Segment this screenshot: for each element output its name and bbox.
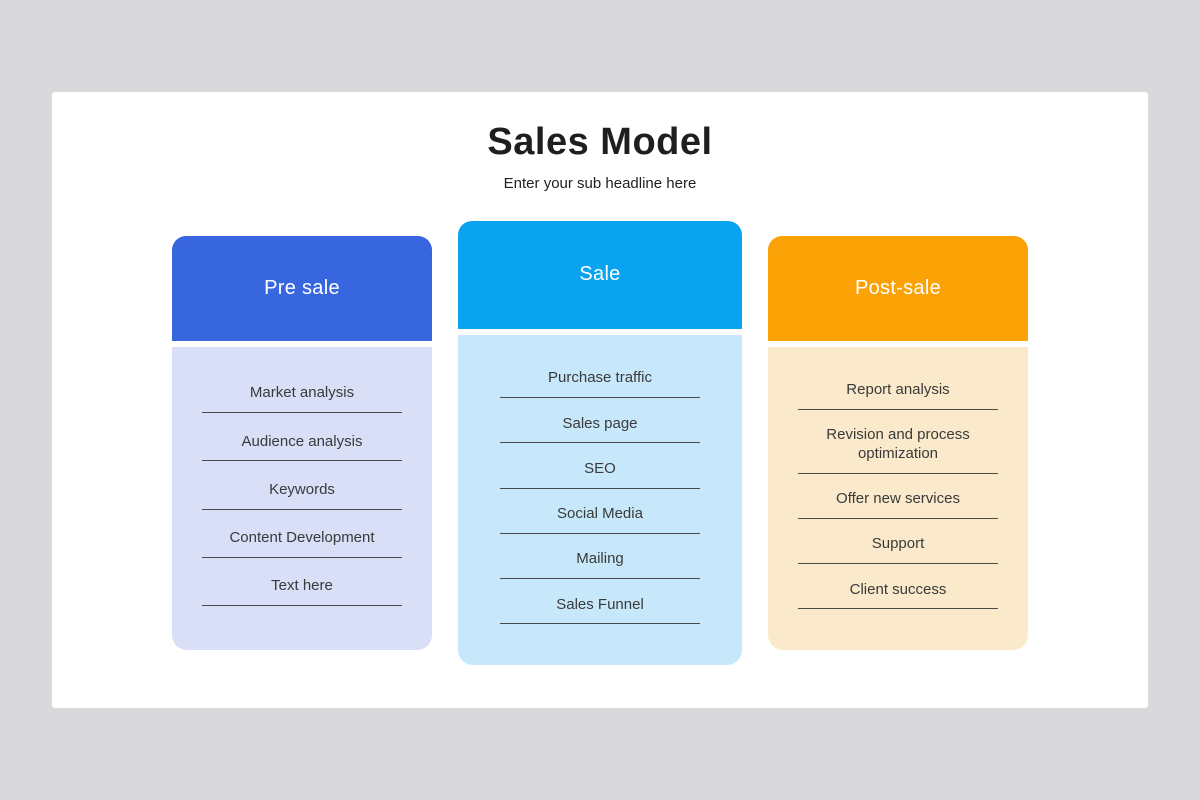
list-item: Sales page xyxy=(500,415,700,444)
list-item: Mailing xyxy=(500,550,700,580)
list-item: Support xyxy=(798,535,998,565)
list-item: Purchase traffic xyxy=(500,369,700,399)
column-sale-header: Sale xyxy=(458,220,742,329)
column-sale: Sale Purchase traffic Sales page SEO Soc… xyxy=(458,220,742,665)
column-pre-sale-body: Market analysis Audience analysis Keywor… xyxy=(172,346,432,650)
slide: Sales Model Enter your sub headline here… xyxy=(52,92,1148,708)
column-pre-sale: Pre sale Market analysis Audience analys… xyxy=(172,235,432,650)
columns-container: Pre sale Market analysis Audience analys… xyxy=(52,220,1148,665)
list-item: Text here xyxy=(202,577,402,607)
list-item: Social Media xyxy=(500,505,700,534)
column-sale-title: Sale xyxy=(579,263,621,286)
column-post-sale: Post-sale Report analysis Revision and p… xyxy=(768,235,1028,650)
slide-title: Sales Model xyxy=(487,121,713,163)
column-post-sale-header: Post-sale xyxy=(768,235,1028,341)
list-item: Keywords xyxy=(202,481,402,510)
list-item: Report analysis xyxy=(798,381,998,410)
column-sale-body: Purchase traffic Sales page SEO Social M… xyxy=(458,334,742,665)
column-pre-sale-title: Pre sale xyxy=(264,276,340,299)
list-item: Offer new services xyxy=(798,490,998,520)
list-item: Market analysis xyxy=(202,384,402,414)
list-item: SEO xyxy=(500,460,700,489)
list-item: Client success xyxy=(798,581,998,610)
list-item: Audience analysis xyxy=(202,433,402,462)
column-pre-sale-header: Pre sale xyxy=(172,235,432,341)
list-item: Revision and process optimization xyxy=(798,426,998,474)
list-item: Content Development xyxy=(202,529,402,558)
slide-subtitle: Enter your sub headline here xyxy=(503,174,697,192)
column-post-sale-title: Post-sale xyxy=(854,276,942,299)
list-item: Sales Funnel xyxy=(500,596,700,625)
column-post-sale-body: Report analysis Revision and process opt… xyxy=(768,346,1028,650)
